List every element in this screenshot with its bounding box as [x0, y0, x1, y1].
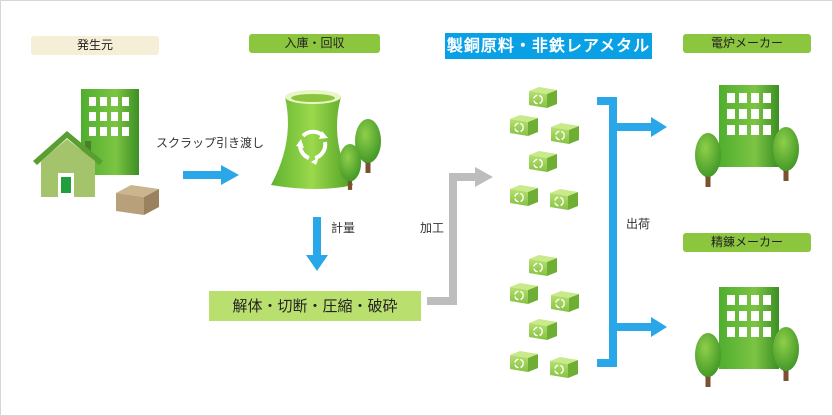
- weigh-label: 計量: [331, 221, 356, 235]
- process-steps-box: 解体・切断・圧縮・破砕: [209, 291, 421, 321]
- recycle-tower-icon: [271, 90, 353, 189]
- factory-building-icon: [694, 85, 800, 188]
- shipping-label: 出荷: [626, 217, 651, 231]
- intake-label: 入庫・回収: [249, 34, 380, 53]
- source-label: 発生元: [31, 36, 159, 55]
- arrow-shipping: [597, 97, 667, 367]
- cardboard-box-icon: [116, 185, 159, 215]
- transfer-label: スクラップ引き渡し: [156, 136, 265, 150]
- arrow-process: [427, 167, 493, 305]
- furnace-maker-label: 電炉メーカー: [683, 34, 811, 53]
- process-label: 加工: [420, 221, 445, 235]
- arrow-transfer: [183, 165, 239, 185]
- recycle-box-icon: [509, 86, 580, 379]
- refining-maker-label: 精錬メーカー: [683, 233, 811, 252]
- arrow-weigh: [306, 217, 328, 271]
- tree-icon: [338, 118, 382, 191]
- factory-building-icon: [694, 287, 800, 388]
- house-icon: [33, 131, 103, 197]
- material-title: 製銅原料・非鉄レアメタル: [445, 33, 652, 59]
